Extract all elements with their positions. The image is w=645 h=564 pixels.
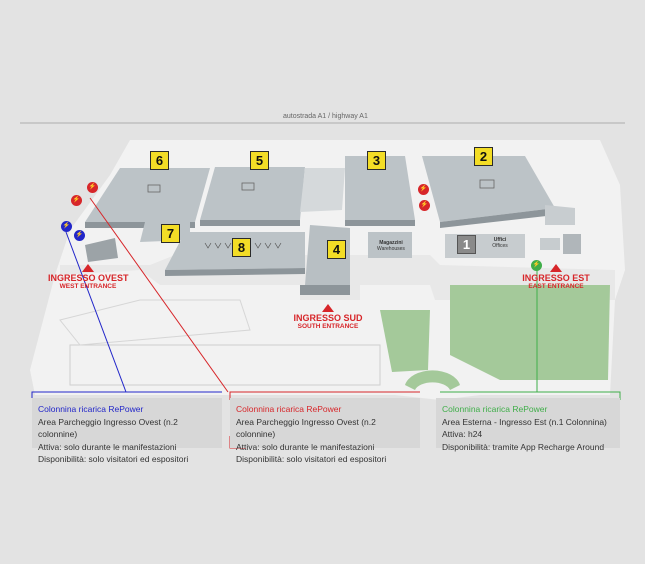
hall-6-skylight (147, 184, 161, 193)
warehouses-label: Magazzini Warehouses (377, 240, 405, 252)
east-entrance-label: INGRESSO EST (522, 273, 590, 283)
hall-4-side (300, 285, 350, 295)
hall-3-side (345, 220, 415, 226)
south-entrance[interactable]: INGRESSO SUD SOUTH ENTRANCE (288, 304, 368, 330)
hall-5-roof (200, 167, 305, 220)
west-entrance-label: INGRESSO OVEST (48, 273, 129, 283)
entrance-arrow-icon (82, 264, 94, 272)
hall-5-skylight (241, 182, 255, 191)
ev-charger-icon[interactable]: ⚡ (419, 200, 430, 211)
info-box-blue: Colonnina ricarica RePower Area Parchegg… (32, 398, 222, 464)
blue-box-frame (31, 391, 222, 398)
info-box-green: Colonnina ricarica RePower Area Esterna … (436, 398, 620, 452)
ev-charger-icon[interactable]: ⚡ (74, 230, 85, 241)
red-box-frame (229, 391, 420, 400)
hall-5-number[interactable]: 5 (250, 151, 269, 170)
hall-8-side (165, 268, 305, 276)
hall-1-number[interactable]: 1 (457, 235, 476, 254)
east-small-building-2 (563, 234, 581, 254)
east-entrance-sublabel: EAST ENTRANCE (528, 283, 584, 290)
hall-2-skylight (479, 179, 495, 189)
parking-west (59, 299, 251, 346)
info-box-line: Attiva: h24 (442, 429, 483, 439)
hall-8-number[interactable]: 8 (232, 238, 251, 257)
info-box-line: Disponibilità: solo visitatori ed esposi… (236, 454, 387, 464)
west-entrance-sublabel: WEST ENTRANCE (59, 283, 117, 290)
east-entrance[interactable]: INGRESSO EST EAST ENTRANCE (516, 264, 596, 290)
ev-charger-icon[interactable]: ⚡ (531, 260, 542, 271)
south-entrance-label: INGRESSO SUD (293, 313, 363, 323)
info-box-title: Colonnina ricarica RePower (38, 404, 144, 414)
ev-charger-icon[interactable]: ⚡ (87, 182, 98, 193)
info-box-title: Colonnina ricarica RePower (442, 404, 548, 414)
info-box-line: Area Parcheggio Ingresso Ovest (n.2 colo… (236, 416, 376, 440)
south-entrance-sublabel: SOUTH ENTRANCE (297, 323, 359, 330)
parking-south (69, 344, 381, 386)
warehouses-building (368, 232, 412, 258)
hall-2-side (440, 208, 555, 228)
blue-leader-line (65, 231, 127, 393)
info-box-line: Disponibilità: solo visitatori ed esposi… (38, 454, 189, 464)
hall-2-annex (545, 205, 575, 225)
east-small-building (540, 238, 560, 250)
info-box-line: Disponibilità: tramite App Recharge Arou… (442, 441, 605, 452)
ev-charger-icon[interactable]: ⚡ (418, 184, 429, 195)
hall-5-side (200, 220, 300, 226)
hall-6-roof (85, 168, 210, 222)
hall-3-roof (345, 156, 415, 220)
ev-charger-icon[interactable]: ⚡ (61, 221, 72, 232)
red-leader-line (89, 197, 229, 393)
west-entrance-building (85, 238, 118, 262)
west-entrance[interactable]: INGRESSO OVEST WEST ENTRANCE (48, 264, 129, 290)
hall-2-number[interactable]: 2 (474, 147, 493, 166)
hall-6-number[interactable]: 6 (150, 151, 169, 170)
offices-label: Uffici Offices (492, 237, 508, 249)
info-box-title: Colonnina ricarica RePower (236, 404, 342, 414)
hall-3-number[interactable]: 3 (367, 151, 386, 170)
info-box-red: Colonnina ricarica RePower Area Parchegg… (230, 398, 420, 464)
info-box-line: Area Parcheggio Ingresso Ovest (n.2 colo… (38, 416, 178, 440)
green-area-east (450, 285, 610, 380)
ev-charger-icon[interactable]: ⚡ (71, 195, 82, 206)
highway-label: autostrada A1 / highway A1 (283, 113, 368, 120)
green-box-frame (440, 391, 621, 400)
entrance-arrow-icon (550, 264, 562, 272)
info-box-line: Attiva: solo durante le manifestazioni (236, 441, 375, 452)
green-area-south (380, 310, 430, 372)
hall-8-trusses (204, 242, 282, 249)
hall-2-roof (422, 156, 555, 222)
roundabout-green (405, 370, 460, 390)
info-box-line: Area Esterna - Ingresso Est (n.1 Colonni… (442, 416, 607, 427)
connector-5-3 (300, 168, 345, 212)
entrance-arrow-icon (322, 304, 334, 312)
info-box-line: Attiva: solo durante le manifestazioni (38, 441, 177, 452)
hall-4-number[interactable]: 4 (327, 240, 346, 259)
hall-7-number[interactable]: 7 (161, 224, 180, 243)
